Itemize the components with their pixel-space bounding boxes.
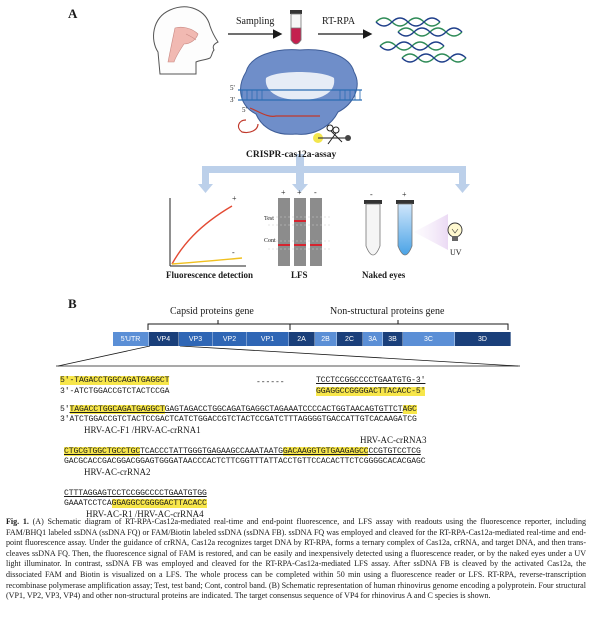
crrna-hairpin — [237, 119, 259, 134]
head-icon — [153, 6, 219, 75]
seq-row3-top: CTTTAGGAGTCCTCCGGCCCCTGAATGTGG — [64, 489, 207, 498]
lfs-strips — [268, 198, 332, 266]
lfs-label: LFS — [291, 270, 308, 280]
sampling-label: Sampling — [236, 16, 275, 27]
segment-vp3: VP3 — [179, 332, 213, 346]
segment-3c: 3C — [403, 332, 455, 346]
primer-r1-top: TCCTCCGGCCCCTGAATGTG-3' — [316, 376, 426, 385]
genome-bar: 5'UTR VP4 VP3 VP2 VP1 2A 2B 2C 3A 3B 3C … — [113, 332, 511, 346]
seq-row2-highlight2: GACAAGGTGTGAAGAGCC — [282, 447, 369, 456]
segment-2a: 2A — [289, 332, 315, 346]
strip3-minus: - — [314, 188, 317, 197]
segment-vp2: VP2 — [213, 332, 247, 346]
test-label: Test — [264, 216, 274, 222]
fluorescence-label: Fluorescence detection — [166, 270, 254, 280]
strip2-plus: + — [297, 188, 302, 197]
segment-2b: 2B — [315, 332, 337, 346]
tubes-icon — [364, 200, 448, 256]
segment-2c: 2C — [337, 332, 363, 346]
primer-f1-top: 5'-TAGACCTGGCAGATGAGGCT — [60, 376, 170, 386]
seq-row1-bottom: 3'ATCTGGACCGTCTACTCCGACTCATCTGGACCGTCTAC… — [60, 415, 417, 424]
seq-row3-highlight: GGAGGCCGGGGACTTACACC — [111, 499, 207, 508]
strand-5b: 5' — [242, 106, 247, 114]
seq-row2-highlight: CTGCGTGGCTGCCTGC — [64, 447, 141, 456]
strand-5a: 5' — [230, 84, 235, 92]
primer-f1-bottom: 3'-ATCTGGACCGTCTACTCCGA — [60, 387, 170, 396]
strand-3a: 3' — [230, 96, 235, 104]
dna-helix-icons — [375, 17, 467, 63]
seq-row3-bottom: GAAATCCTCAGGAGGCCGGGGACTTACACC — [64, 499, 207, 509]
cont-label: Cont — [264, 238, 276, 244]
tube2-plus: + — [402, 190, 407, 199]
seq-row2-top: CTGCGTGGCTGCCTGCTCACCCTATTGGGTGAGAAGCCAA… — [64, 447, 421, 457]
assay-label: CRISPR-cas12a-assay — [246, 150, 337, 160]
segment-3b: 3B — [383, 332, 403, 346]
dashes: ------ — [256, 378, 285, 387]
nonstructural-label: Non-structural proteins gene — [330, 306, 445, 317]
seq-row2-bottom: GACGCACCGACGGACGGAGTGGGATAACCCACTCTTCGGT… — [64, 457, 426, 466]
strip1-plus: + — [281, 188, 286, 197]
panel-b-label: B — [68, 296, 77, 311]
label-f1-crrna1: HRV-AC-F1 /HRV-AC-crRNA1 — [84, 425, 201, 435]
rtrpa-label: RT-RPA — [322, 16, 356, 27]
segment-3a: 3A — [363, 332, 383, 346]
primer-f1-seq: 5'-TAGACCTGGCAGATGAGGCT — [60, 376, 170, 385]
gene-brackets — [147, 320, 509, 330]
seq-row1-highlight: TAGACCTGGCAGATGAGGCT — [69, 405, 165, 414]
reporter-scissors-icon — [313, 124, 351, 145]
label-r1-crrna4: HRV-AC-R1 /HRV-AC-crRNA4 — [86, 509, 204, 519]
cas12a-protein — [240, 49, 358, 135]
uv-label: UV — [450, 248, 462, 257]
caption-fig-label: Fig. 1. — [6, 517, 29, 526]
panel-a-label: A — [68, 6, 78, 21]
naked-eyes-label: Naked eyes — [362, 270, 406, 280]
label-crrna3: HRV-AC-crRNA3 — [360, 435, 427, 445]
primer-r1-bottom: GGAGGCCGGGGACTTACACC-5' — [316, 387, 426, 397]
graph-plus: + — [232, 194, 237, 203]
uv-lamp-icon — [447, 222, 463, 241]
target-dna — [238, 89, 362, 117]
seq-row1-highlight2: AGC — [402, 405, 417, 414]
seq-row2-mid: TCACCCTATTGGGTGAGAAGCCAAATAATG — [140, 447, 283, 456]
sample-tube-icon — [290, 10, 302, 45]
branch-arrows — [198, 154, 470, 193]
seq-row1-prefix: 5' — [60, 405, 70, 414]
fluorescence-graph — [169, 198, 246, 267]
label-crrna2: HRV-AC-crRNA2 — [84, 467, 151, 477]
seq-row1-top: 5'TAGACCTGGCAGATGAGGCTGAGTAGACCTGGCAGATG… — [60, 405, 417, 415]
seq-row2-end: CCGTGTCCTCG — [368, 447, 421, 456]
segment-vp1: VP1 — [247, 332, 289, 346]
panel-a-graphic — [153, 6, 470, 267]
tube1-minus: - — [370, 190, 373, 199]
caption-text: (A) Schematic diagram of RT-RPA-Cas12a-m… — [6, 517, 587, 601]
seq-row1-body: GAGTAGACCTGGCAGATGAGGCTAGAAATCCCCACTGGTA… — [164, 405, 403, 414]
graph-minus: - — [232, 248, 235, 257]
vp4-zoom-lines — [56, 346, 520, 367]
figure-caption: Fig. 1. (A) Schematic diagram of RT-RPA-… — [6, 517, 586, 602]
segment-5utr: 5'UTR — [113, 332, 149, 346]
primer-r1-seq: GGAGGCCGGGGACTTACACC-5' — [316, 387, 426, 396]
segment-vp4: VP4 — [149, 332, 179, 346]
seq-row3-prefix: GAAATCCTCA — [64, 499, 112, 508]
capsid-label: Capsid proteins gene — [170, 306, 254, 317]
segment-3d: 3D — [455, 332, 511, 346]
